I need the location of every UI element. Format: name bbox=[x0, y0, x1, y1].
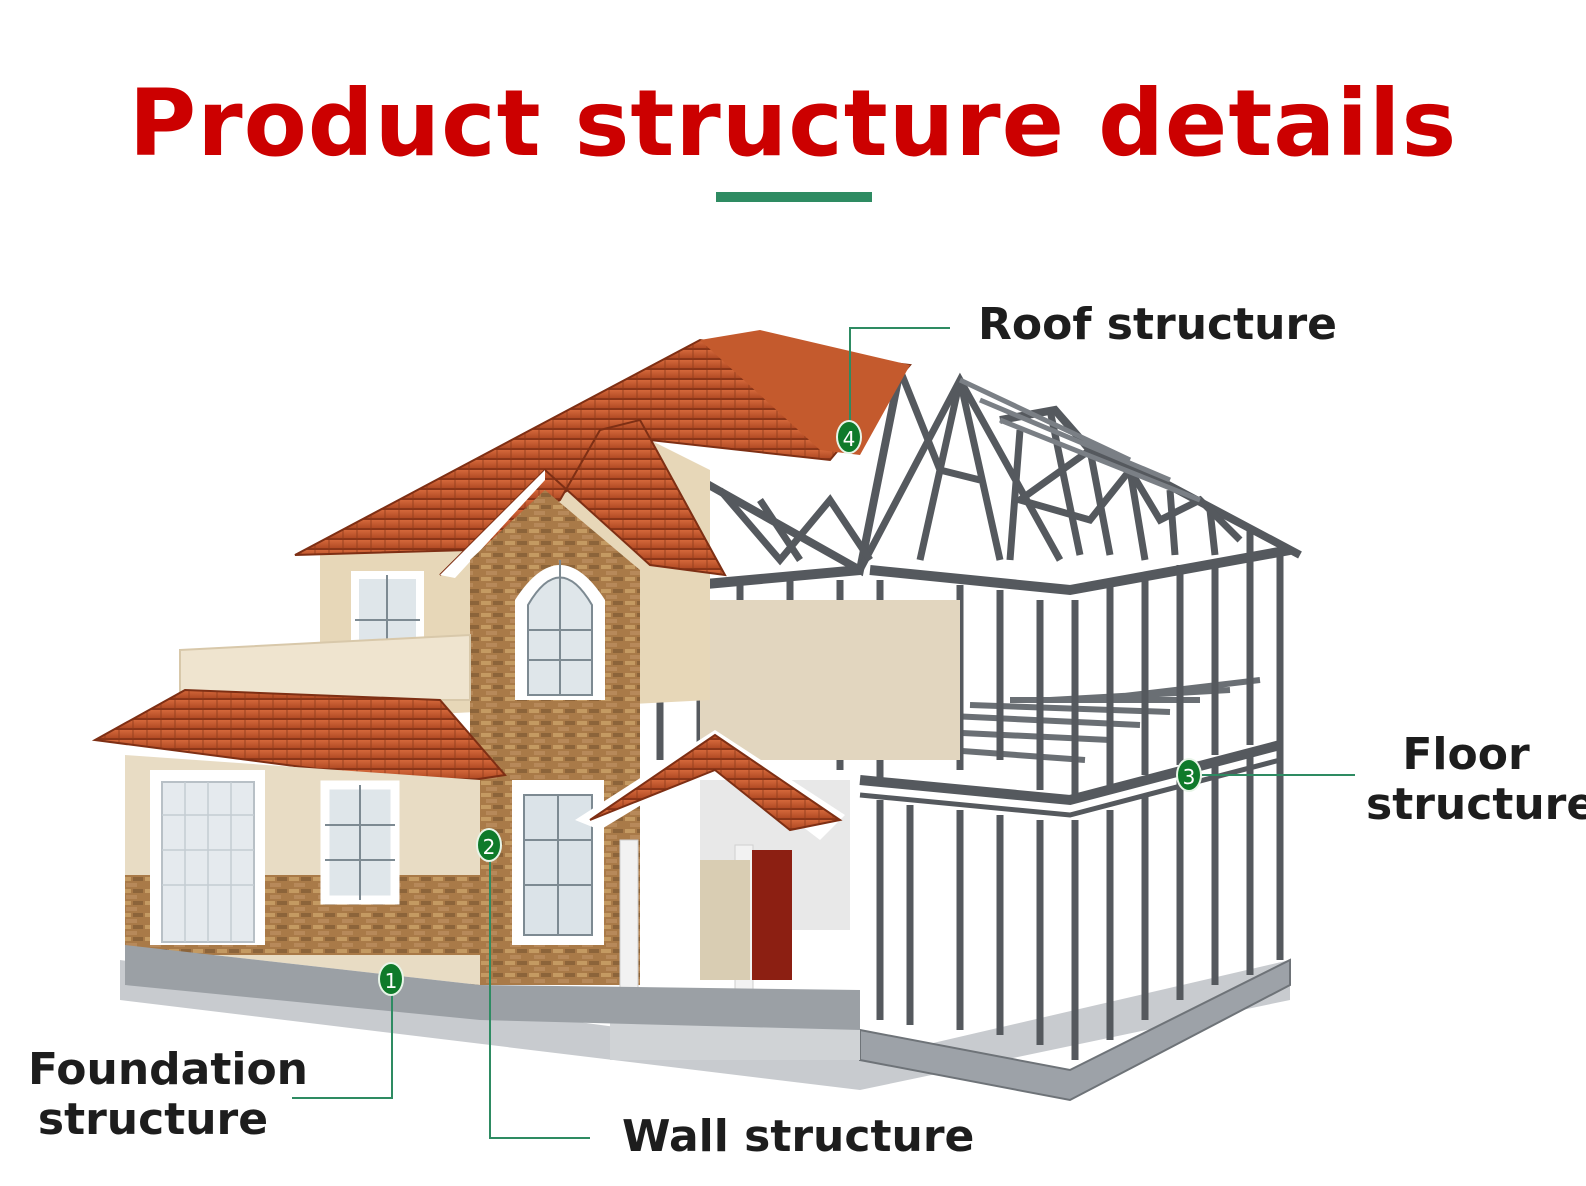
wall-structure-label: Wall structure bbox=[622, 1111, 975, 1162]
floor-structure-label: Floor structure bbox=[1366, 729, 1586, 830]
foundation-label-line1: Foundation bbox=[28, 1044, 309, 1095]
wall-leader-line bbox=[489, 845, 590, 1139]
floor-label-line2: structure bbox=[1366, 779, 1586, 830]
foundation-leader-line bbox=[292, 978, 393, 1099]
roof-leader-line bbox=[849, 327, 950, 435]
page-title: Product structure details bbox=[128, 70, 1458, 177]
callout-leaders bbox=[292, 327, 1355, 1139]
floor-label-line1: Floor bbox=[1402, 729, 1530, 780]
foundation-structure-label: Foundation structure bbox=[28, 1044, 309, 1145]
callout-badge-2: 2 bbox=[476, 828, 502, 862]
callout-badge-1: 1 bbox=[378, 962, 404, 996]
callout-badge-3: 3 bbox=[1176, 758, 1202, 792]
callout-badge-4: 4 bbox=[836, 420, 862, 454]
title-underline bbox=[716, 192, 872, 202]
foundation-label-line2: structure bbox=[37, 1094, 269, 1145]
roof-structure-label: Roof structure bbox=[978, 299, 1338, 350]
finished-house bbox=[91, 330, 912, 1060]
